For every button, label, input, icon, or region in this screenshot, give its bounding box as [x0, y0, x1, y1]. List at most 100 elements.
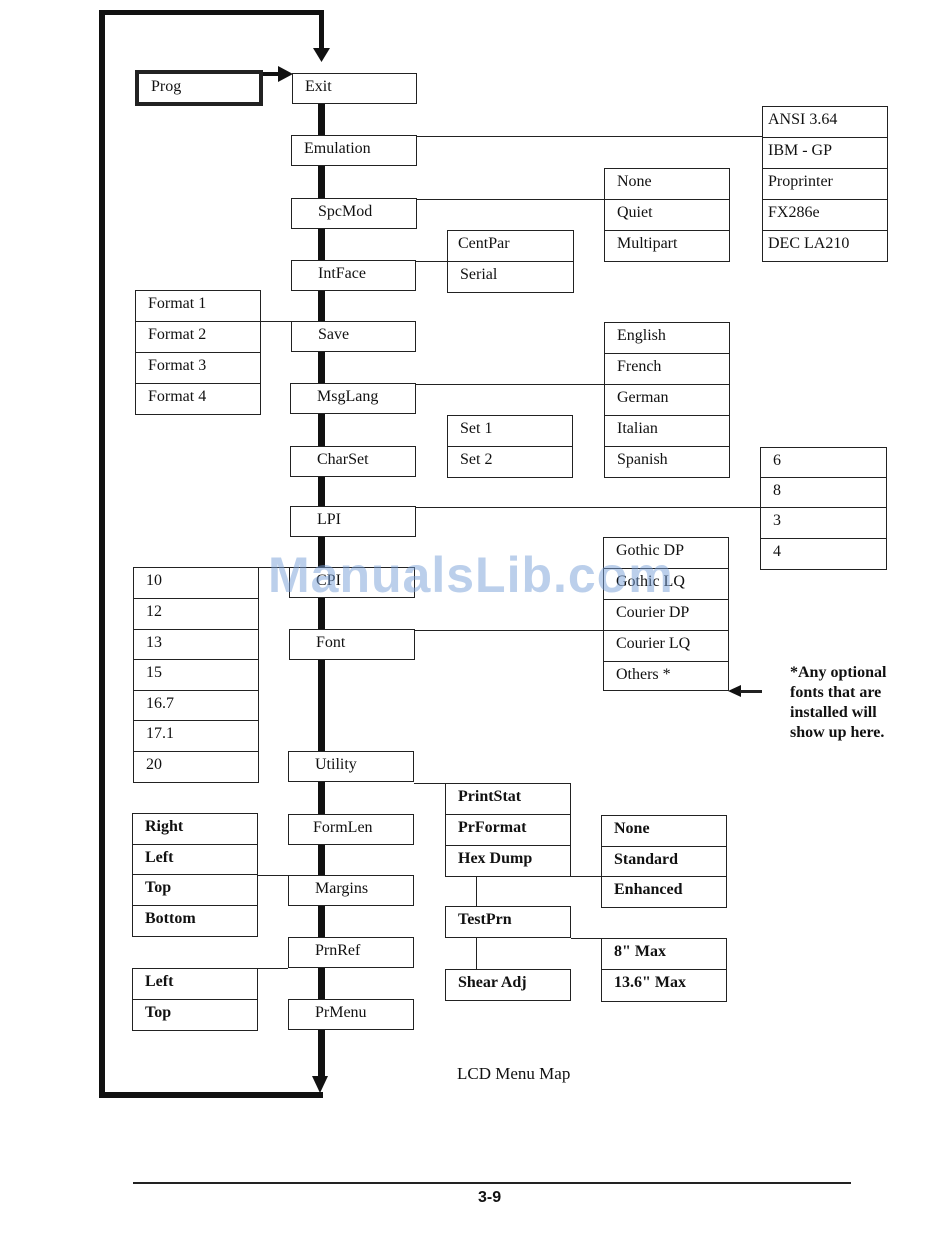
- intface-option: CentPar: [447, 230, 574, 262]
- menu-item-prnref: PrnRef: [288, 937, 414, 968]
- cpi-option: 10: [133, 567, 259, 599]
- connector-msglang: [416, 384, 604, 385]
- msglang-option: German: [604, 384, 730, 416]
- cpi-option: 13: [133, 629, 259, 661]
- margins-option: Top: [132, 874, 258, 906]
- prog-arrowhead: [278, 66, 293, 82]
- cpi-option: 17.1: [133, 720, 259, 752]
- lpi-option: 3: [760, 507, 887, 539]
- emulation-option: ANSI 3.64: [762, 106, 888, 138]
- menu-item-prmenu: PrMenu: [288, 999, 414, 1030]
- connector-font: [415, 630, 603, 631]
- font-option: Gothic LQ: [603, 568, 729, 600]
- emulation-option: IBM - GP: [762, 137, 888, 169]
- charset-option: Set 2: [447, 446, 573, 478]
- cpi-option: 20: [133, 751, 259, 783]
- utility-option: PrintStat: [445, 783, 571, 815]
- utility-shear-adj: Shear Adj: [445, 969, 571, 1001]
- diagram-caption: LCD Menu Map: [457, 1064, 571, 1083]
- margins-option: Right: [132, 813, 258, 845]
- connector-spcmod: [417, 199, 605, 200]
- connector-lpi: [416, 507, 760, 508]
- connector-hexdump-testprn: [476, 876, 477, 907]
- prnref-option: Left: [132, 968, 258, 1000]
- emulation-option: Proprinter: [762, 168, 888, 200]
- lpi-option: 6: [760, 447, 887, 478]
- cpi-option: 12: [133, 598, 259, 630]
- menu-item-margins: Margins: [288, 875, 414, 906]
- cpi-option: 15: [133, 659, 259, 691]
- menu-item-intface: IntFace: [291, 260, 416, 291]
- menu-item-emulation: Emulation: [291, 135, 417, 166]
- utility-option: PrFormat: [445, 814, 571, 846]
- prformat-option: None: [601, 815, 727, 847]
- left-loop-line: [99, 10, 105, 1098]
- optional-fonts-note: *Any optional fonts that are installed w…: [790, 663, 886, 743]
- font-option: Others *: [603, 661, 729, 691]
- connector-testprn: [571, 938, 601, 939]
- connector-intface: [416, 261, 447, 262]
- note-line: installed will: [790, 704, 877, 721]
- connector-emulation: [417, 136, 762, 137]
- lpi-option: 8: [760, 477, 887, 508]
- menu-item-save: Save: [291, 321, 416, 352]
- testprn-option: 13.6" Max: [601, 969, 727, 1002]
- connector-utility: [414, 783, 445, 784]
- testprn-option: 8" Max: [601, 938, 727, 970]
- page-number: 3-9: [478, 1189, 502, 1206]
- msglang-option: Italian: [604, 415, 730, 447]
- lpi-option: 4: [760, 538, 887, 570]
- save-option: Format 1: [135, 290, 261, 322]
- menu-item-cpi: CPI: [289, 567, 415, 598]
- bottom-loop-line: [99, 1092, 323, 1098]
- menu-item-font: Font: [289, 629, 415, 660]
- font-option: Courier LQ: [603, 630, 729, 662]
- prog-box: Prog: [135, 70, 263, 106]
- connector-testprn-shear: [476, 938, 477, 969]
- margins-option: Bottom: [132, 905, 258, 937]
- prnref-option: Top: [132, 999, 258, 1031]
- menu-item-charset: CharSet: [290, 446, 416, 477]
- emulation-option: FX286e: [762, 199, 888, 231]
- connector-cpi: [259, 567, 289, 568]
- bottom-arrowhead: [312, 1076, 328, 1093]
- connector-prnref: [257, 968, 288, 969]
- save-option: Format 4: [135, 383, 261, 415]
- menu-item-formlen: FormLen: [288, 814, 414, 845]
- watermark: ManualsLib.com: [268, 547, 674, 603]
- note-arrowhead: [728, 685, 741, 697]
- font-option: Courier DP: [603, 599, 729, 631]
- margins-option: Left: [132, 844, 258, 875]
- prformat-option: Standard: [601, 846, 727, 877]
- emulation-option: DEC LA210: [762, 230, 888, 262]
- footer-rule: [133, 1182, 851, 1184]
- utility-option: Hex Dump: [445, 845, 571, 877]
- note-arrow-line: [740, 690, 762, 693]
- menu-item-utility: Utility: [288, 751, 414, 782]
- note-line: show up here.: [790, 724, 885, 741]
- utility-testprn: TestPrn: [445, 906, 571, 938]
- note-line: fonts that are: [790, 684, 882, 701]
- msglang-option: English: [604, 322, 730, 354]
- connector-save: [260, 321, 291, 322]
- top-drop-line: [319, 10, 324, 50]
- charset-option: Set 1: [447, 415, 573, 447]
- font-option: Gothic DP: [603, 537, 729, 569]
- menu-item-lpi: LPI: [290, 506, 416, 537]
- save-option: Format 2: [135, 321, 261, 353]
- prformat-option: Enhanced: [601, 876, 727, 908]
- menu-item-spcmod: SpcMod: [291, 198, 417, 229]
- msglang-option: French: [604, 353, 730, 385]
- save-option: Format 3: [135, 352, 261, 384]
- menu-item-exit: Exit: [292, 73, 417, 104]
- msglang-option: Spanish: [604, 446, 730, 478]
- intface-option: Serial: [447, 261, 574, 293]
- spcmod-option: Multipart: [604, 230, 730, 262]
- top-loop-line: [104, 10, 324, 15]
- prog-arrow-line: [262, 72, 282, 76]
- note-line: *Any optional: [790, 664, 887, 681]
- top-arrowhead: [313, 48, 330, 62]
- menu-item-msglang: MsgLang: [290, 383, 416, 414]
